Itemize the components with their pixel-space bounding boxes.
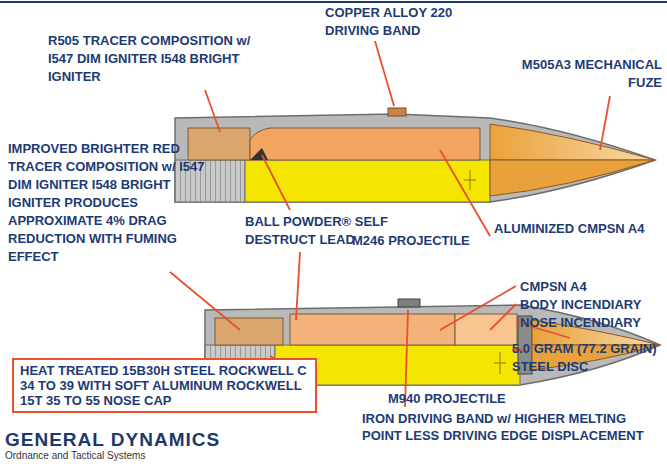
- part-callout: M505A3 MECHANICAL FUZE: [520, 56, 662, 92]
- company-subtitle: Ordnance and Tactical Systems: [5, 450, 325, 462]
- iron-driving-band: [398, 299, 420, 307]
- part-callout: NOSE INCENDIARY: [520, 314, 660, 332]
- part-callout: 5.0 GRAM (77.2 GRAIN) STEEL DISC: [512, 340, 662, 376]
- part-callout: COPPER ALLOY 220 DRIVING BAND: [325, 4, 490, 40]
- company-logo: GENERAL DYNAMICS: [5, 430, 325, 450]
- projectile-name: M246 PROJECTILE: [352, 232, 502, 250]
- part-callout: R505 TRACER COMPOSITION w/ I547 DIM IGNI…: [48, 32, 278, 86]
- note-text: HEAT TREATED 15B30H STEEL ROCKWELL C 34 …: [20, 363, 309, 408]
- part-callout: BODY INCENDIARY: [520, 296, 660, 314]
- part-callout: IMPROVED BRIGHTER RED TRACER COMPOSITION…: [8, 140, 213, 266]
- top-rule: [0, 1, 667, 3]
- copper-driving-band: [388, 108, 406, 116]
- part-callout: IRON DRIVING BAND w/ HIGHER MELTING POIN…: [362, 410, 654, 444]
- note-box: HEAT TREATED 15B30H STEEL ROCKWELL C 34 …: [12, 358, 317, 413]
- part-callout: CMPSN A4: [520, 278, 660, 296]
- m246-projectile: [175, 108, 655, 202]
- part-callout: ALUMINIZED CMPSN A4: [494, 220, 654, 238]
- projectile-name: M940 PROJECTILE: [388, 390, 538, 408]
